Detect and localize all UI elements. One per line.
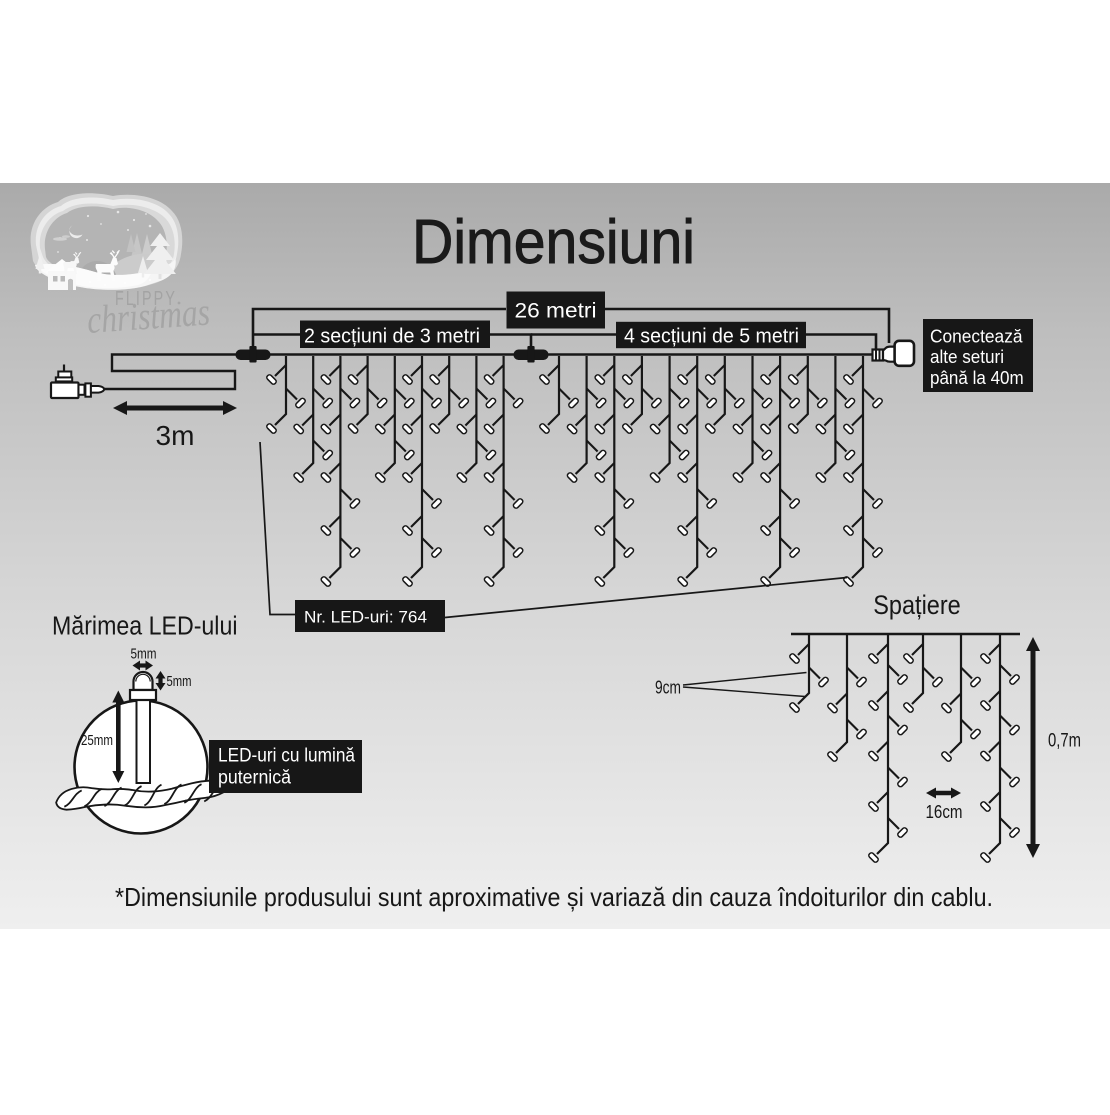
svg-text:Mărimea LED-ului: Mărimea LED-ului	[52, 613, 238, 641]
svg-text:puternică: puternică	[218, 768, 291, 789]
svg-text:alte seturi: alte seturi	[930, 346, 1004, 367]
svg-text:25mm: 25mm	[81, 732, 113, 749]
svg-text:9cm: 9cm	[655, 677, 681, 697]
svg-text:LED-uri cu lumină: LED-uri cu lumină	[218, 746, 355, 767]
svg-text:2 secțiuni de 3 metri: 2 secțiuni de 3 metri	[304, 326, 480, 348]
svg-text:Dimensiuni: Dimensiuni	[412, 208, 695, 277]
svg-text:3m: 3m	[156, 420, 195, 451]
svg-text:FLIPPY: FLIPPY	[115, 288, 177, 310]
svg-text:5mm: 5mm	[131, 646, 157, 663]
svg-text:Conectează: Conectează	[930, 325, 1023, 346]
svg-text:26 metri: 26 metri	[515, 298, 597, 322]
svg-text:christmas: christmas	[86, 291, 212, 342]
svg-text:5mm: 5mm	[167, 673, 192, 690]
svg-text:4 secțiuni de 5 metri: 4 secțiuni de 5 metri	[624, 326, 799, 348]
svg-text:*Dimensiunile produsului sunt: *Dimensiunile produsului sunt aproximati…	[115, 882, 993, 912]
svg-text:Nr. LED-uri: 764: Nr. LED-uri: 764	[304, 607, 427, 626]
svg-text:0,7m: 0,7m	[1048, 730, 1081, 751]
svg-text:Spațiere: Spațiere	[873, 590, 961, 620]
svg-text:16cm: 16cm	[926, 801, 963, 822]
svg-text:până la 40m: până la 40m	[930, 367, 1024, 388]
